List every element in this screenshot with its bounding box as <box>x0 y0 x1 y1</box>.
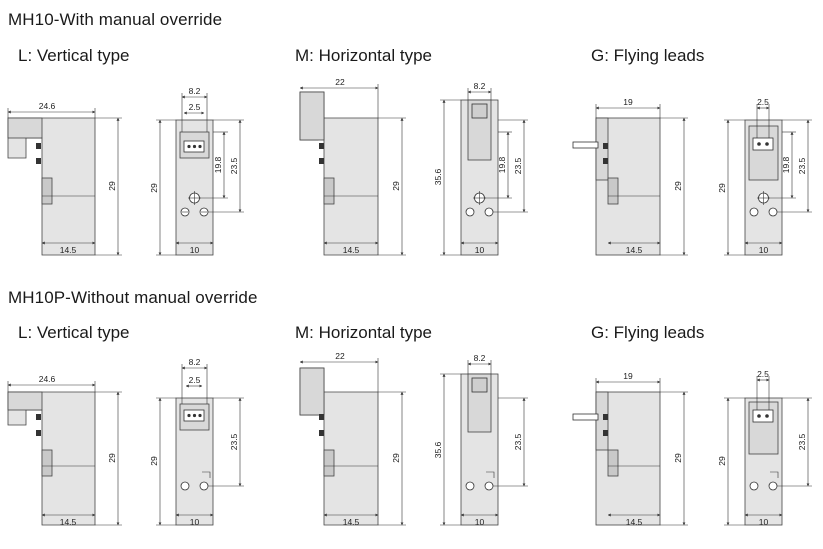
dim-label: 2.5 <box>189 102 201 112</box>
dim-label: 14.5 <box>60 245 77 255</box>
view-label-vertical: L: Vertical type <box>18 323 130 342</box>
section-title-without-override: MH10P-Without manual override <box>8 288 258 307</box>
dim-label: 19.8 <box>781 156 791 173</box>
dim-label: 14.5 <box>626 517 643 527</box>
drawing-flying-leads-with-override <box>572 104 812 256</box>
dim-label: 23.5 <box>229 157 239 174</box>
dim-label: 14.5 <box>60 517 77 527</box>
dim-label: 10 <box>475 517 485 527</box>
dim-label: 24.6 <box>39 101 56 111</box>
dim-label: 14.5 <box>626 245 643 255</box>
dim-label: 22 <box>335 351 345 361</box>
drawing-vertical-with-override <box>7 93 244 256</box>
dim-label: 35.6 <box>433 168 443 185</box>
dim-label: 2.5 <box>757 97 769 107</box>
dim-label: 23.5 <box>513 157 523 174</box>
dim-label: 19.8 <box>213 156 223 173</box>
dim-label: 29 <box>149 183 159 193</box>
dim-label: 29 <box>107 181 117 191</box>
dim-label: 8.2 <box>474 81 486 91</box>
dim-label: 22 <box>335 77 345 87</box>
dim-label: 29 <box>673 181 683 191</box>
dim-label: 23.5 <box>797 157 807 174</box>
dim-label: 23.5 <box>797 433 807 450</box>
dim-label: 29 <box>107 453 117 463</box>
dim-label: 35.6 <box>433 441 443 458</box>
dim-label: 29 <box>391 453 401 463</box>
dim-label: 10 <box>190 245 200 255</box>
dim-label: 8.2 <box>189 86 201 96</box>
dim-label: 10 <box>759 245 769 255</box>
dim-label: 19 <box>623 97 633 107</box>
view-label-horizontal: M: Horizontal type <box>295 323 432 342</box>
dim-label: 29 <box>391 181 401 191</box>
drawing-horizontal-with-override <box>299 84 528 256</box>
dim-label: 29 <box>673 453 683 463</box>
view-label-horizontal: M: Horizontal type <box>295 46 432 65</box>
dim-label: 2.5 <box>757 369 769 379</box>
view-label-flying-leads: G: Flying leads <box>591 46 705 65</box>
dim-label: 10 <box>475 245 485 255</box>
dim-label: 19.8 <box>497 156 507 173</box>
drawing-flying-leads-without-override <box>572 376 812 526</box>
dim-label: 10 <box>759 517 769 527</box>
drawing-horizontal-without-override <box>299 358 528 526</box>
dim-label: 29 <box>149 456 159 466</box>
dim-label: 2.5 <box>189 375 201 385</box>
dim-label: 24.6 <box>39 374 56 384</box>
dim-label: 19 <box>623 371 633 381</box>
drawing-vertical-without-override <box>7 364 244 526</box>
dim-label: 29 <box>717 456 727 466</box>
section-title-with-override: MH10-With manual override <box>8 10 223 29</box>
view-label-flying-leads: G: Flying leads <box>591 323 705 342</box>
view-label-vertical: L: Vertical type <box>18 46 130 65</box>
dim-label: 23.5 <box>513 433 523 450</box>
dim-label: 8.2 <box>189 357 201 367</box>
dim-label: 14.5 <box>343 517 360 527</box>
dim-label: 8.2 <box>474 353 486 363</box>
dim-label: 23.5 <box>229 433 239 450</box>
dim-label: 10 <box>190 517 200 527</box>
dim-label: 29 <box>717 183 727 193</box>
dim-label: 14.5 <box>343 245 360 255</box>
